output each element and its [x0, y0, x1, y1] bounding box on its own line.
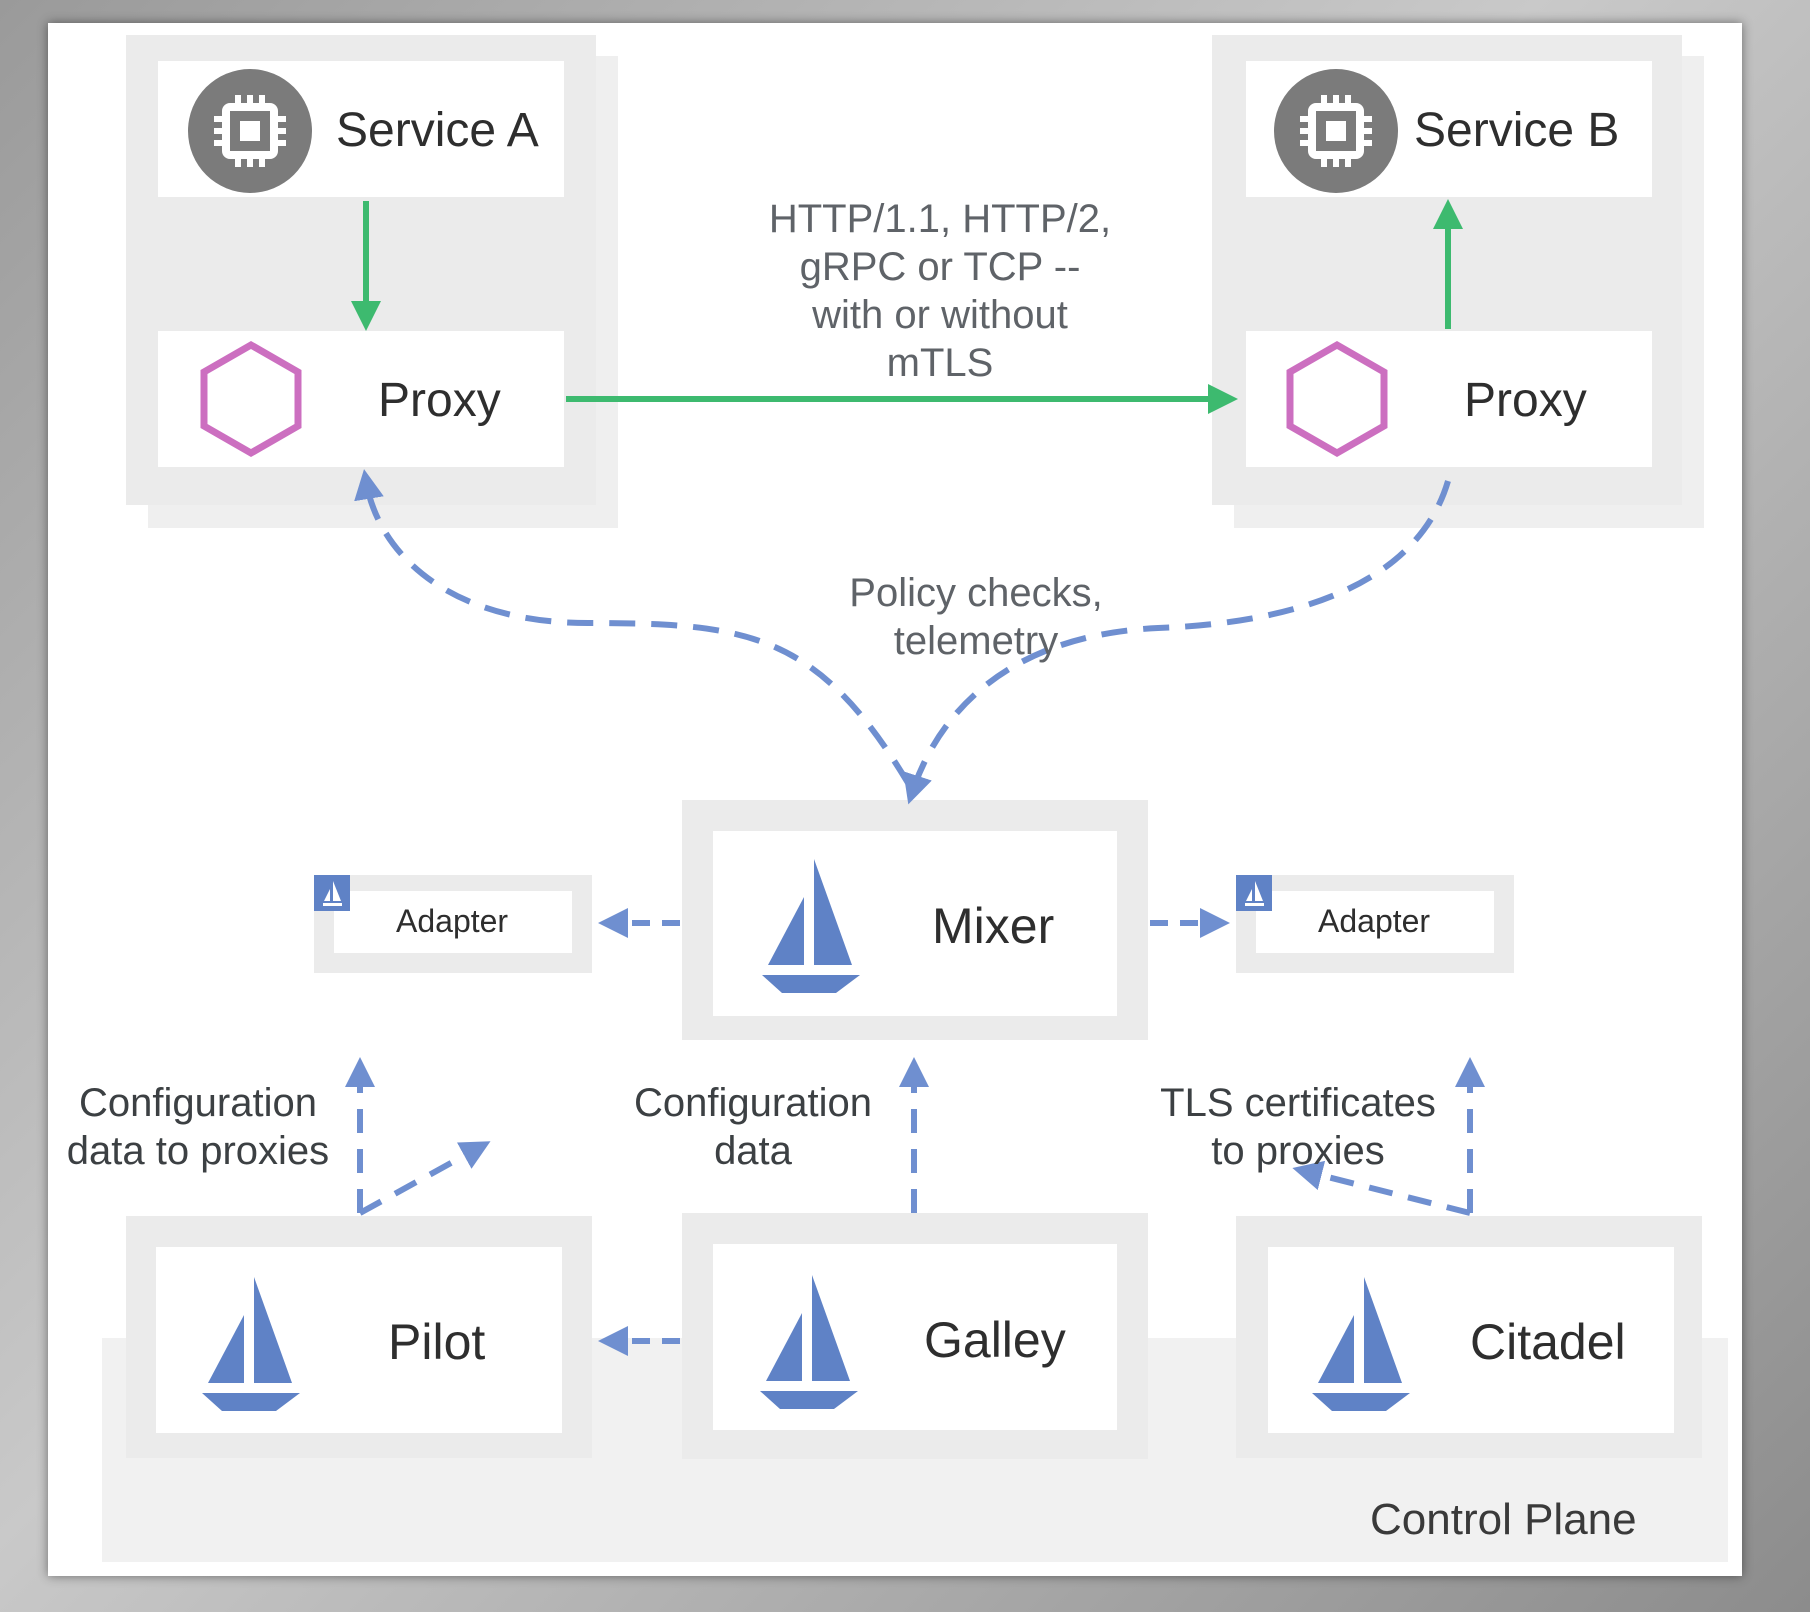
protocol-note: HTTP/1.1, HTTP/2, gRPC or TCP -- with or… — [768, 197, 1112, 385]
sailboat-icon — [1312, 1277, 1410, 1411]
sailboat-icon — [202, 1277, 300, 1411]
proxy-a-card[interactable] — [158, 331, 564, 467]
adapter-left-card[interactable] — [334, 891, 572, 953]
pilot-label: Pilot — [388, 1314, 486, 1370]
hexagon-icon — [200, 340, 302, 458]
hexagon-icon — [1286, 340, 1388, 458]
sailboat-icon — [760, 1275, 858, 1409]
arrow-pilot-diagonal — [358, 1141, 491, 1216]
service-b-label: Service B — [1414, 104, 1620, 157]
tls-note: TLS certificates to proxies — [1160, 1081, 1436, 1173]
chip-icon — [188, 69, 312, 193]
sailboat-icon — [762, 859, 860, 993]
mixer-label: Mixer — [932, 898, 1055, 954]
adapter-left-label: Adapter — [396, 903, 509, 939]
sailboat-icon — [314, 875, 350, 911]
proxy-a-label: Proxy — [378, 374, 501, 427]
config-proxies-note: Configuration data to proxies — [66, 1081, 330, 1173]
citadel-label: Citadel — [1470, 1314, 1626, 1370]
policy-note: Policy checks, telemetry — [849, 571, 1103, 663]
service-a-label: Service A — [336, 104, 539, 157]
diagram-canvas: Control Plane — [48, 23, 1742, 1576]
arrow-citadel-diagonal — [1292, 1160, 1471, 1216]
proxy-b-label: Proxy — [1464, 374, 1587, 427]
adapter-right-label: Adapter — [1318, 903, 1431, 939]
control-plane-title: Control Plane — [1370, 1495, 1637, 1544]
adapter-right-card[interactable] — [1256, 891, 1494, 953]
galley-label: Galley — [924, 1312, 1066, 1368]
proxy-b-card[interactable] — [1246, 331, 1652, 467]
chip-icon — [1274, 69, 1398, 193]
config-data-note: Configuration data — [634, 1081, 872, 1173]
sailboat-icon — [1236, 875, 1272, 911]
